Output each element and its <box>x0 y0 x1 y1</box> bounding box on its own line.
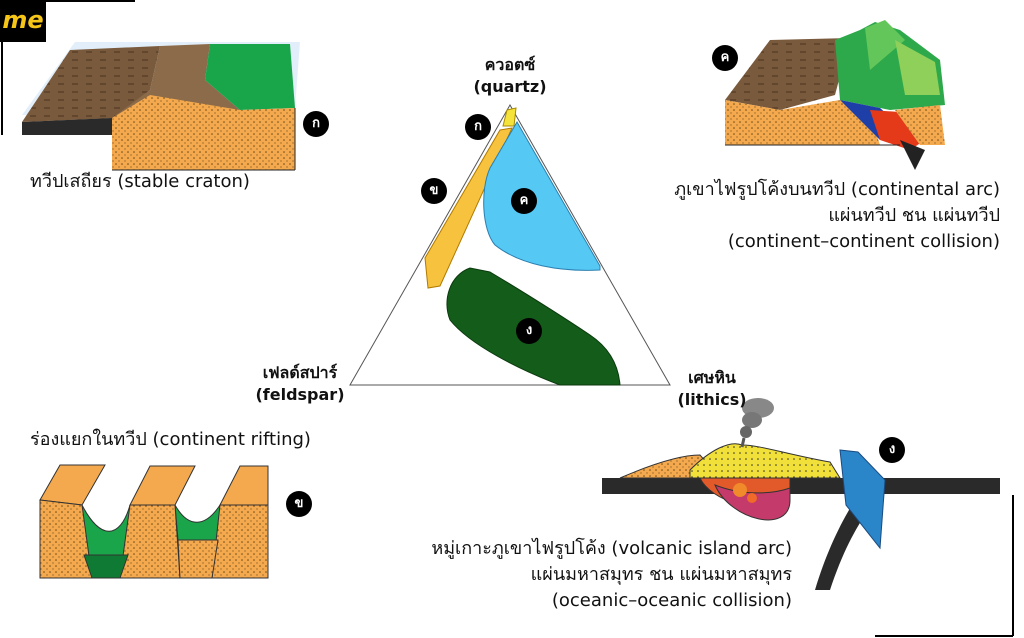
caption-continental-arc: ภูเขาไฟรูปโค้งบนทวีป (continental arc) <box>674 179 1000 200</box>
ternary-diagram <box>349 103 671 386</box>
vertex-lithics-english: (lithics) <box>677 390 747 409</box>
vertex-feldspar-english: (feldspar) <box>255 385 345 404</box>
vertex-quartz-thai: ควอตซ์ <box>484 55 536 74</box>
vertex-quartz-english: (quartz) <box>473 77 547 96</box>
badge-rifting: ข <box>286 491 312 517</box>
badge-island-arc: ง <box>879 437 905 463</box>
logo-text: me <box>2 6 44 34</box>
caption-continent-rifting: ร่องแยกในทวีป (continent rifting) <box>30 429 311 450</box>
brand-logo: me <box>0 0 46 42</box>
vertex-lithics-thai: เศษหิน <box>688 368 736 387</box>
continental-arc-block <box>725 20 945 170</box>
vertex-feldspar-thai: เฟลด์สปาร์ <box>262 363 338 382</box>
badge-field-a: ก <box>465 114 491 140</box>
caption-stable-craton: ทวีปเสถียร (stable craton) <box>30 171 250 192</box>
badge-field-d: ง <box>516 318 542 344</box>
caption-continent-collision-thai: แผ่นทวีป ชน แผ่นทวีป <box>828 205 1000 226</box>
caption-continent-collision-english: (continent–continent collision) <box>727 231 1000 252</box>
badge-continental-arc: ค <box>712 45 738 71</box>
badge-craton: ก <box>303 111 329 137</box>
badge-field-c: ค <box>511 188 537 214</box>
volcanic-island-arc-block <box>602 398 1000 590</box>
stable-craton-block <box>22 42 300 171</box>
caption-volcanic-island-arc: หมู่เกาะภูเขาไฟรูปโค้ง (volcanic island … <box>431 538 792 559</box>
caption-oceanic-collision-english: (oceanic–oceanic collision) <box>551 590 792 611</box>
continent-rifting-block <box>39 464 269 579</box>
badge-field-b: ข <box>421 178 447 204</box>
caption-oceanic-collision-thai: แผ่นมหาสมุทร ชน แผ่นมหาสมุทร <box>530 564 792 585</box>
